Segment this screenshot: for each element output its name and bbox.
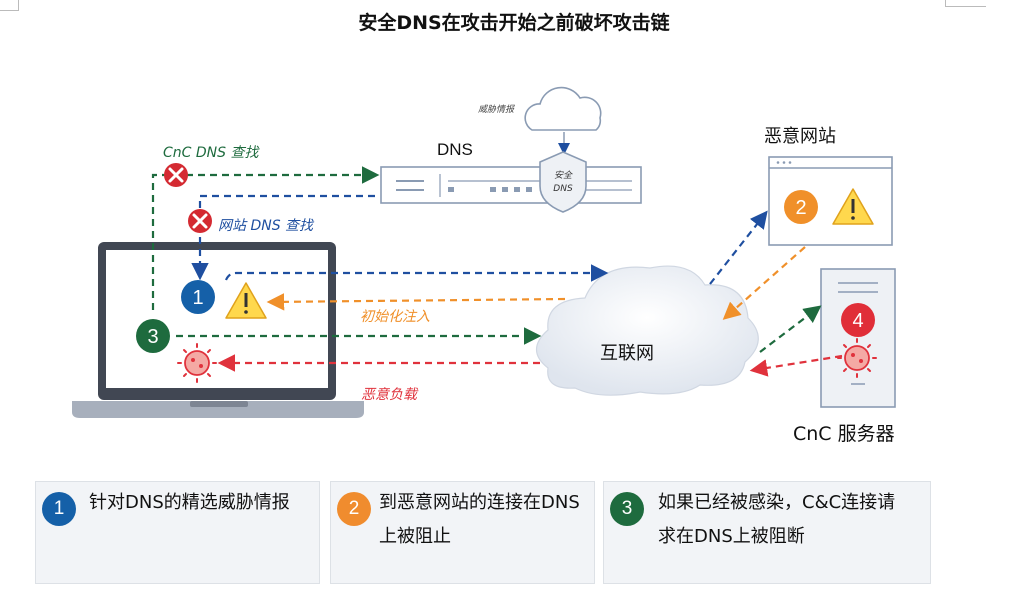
secure-dns-label-line2: DNS: [553, 184, 573, 194]
marker-3: 3: [147, 326, 158, 348]
initial-injection-arrow: [266, 293, 566, 311]
cnc-dns-lookup-arrow: [151, 166, 380, 310]
legend-box-2: 2 到恶意网站的连接在DNS上被阻止: [330, 481, 595, 584]
dns-server-icon: [380, 166, 642, 204]
internet-cloud-icon: [535, 265, 759, 396]
legend-text-3: 如果已经被感染，C&C连接请求在DNS上被阻断: [658, 492, 896, 547]
site-dns-lookup-label: 网站 DNS 查找: [218, 218, 314, 234]
page-corner-mark-right: [945, 0, 986, 7]
legend-box-1: 1 针对DNS的精选威胁情报: [35, 481, 320, 584]
malicious-site-label: 恶意网站: [764, 126, 836, 147]
malicious-website-icon: [768, 156, 893, 246]
cnc-server-label: CnC 服务器: [793, 423, 895, 445]
diagram-title: 安全DNS在攻击开始之前破坏攻击链: [358, 12, 670, 34]
secure-dns-shield-icon: [539, 151, 587, 213]
internet-label: 互联网: [600, 343, 654, 364]
legend-badge-2: 2: [337, 492, 371, 526]
initial-injection-label: 初始化注入: [360, 309, 430, 325]
cnc-virus-icon: [837, 338, 877, 378]
threat-intel-cloud-icon: [524, 86, 602, 155]
internet-to-website-arrow: [709, 210, 768, 285]
threat-intel-label: 威胁情报: [478, 105, 515, 115]
secure-dns-label-line1: 安全: [554, 170, 573, 181]
site-block-icon: [188, 209, 212, 233]
marker-2: 2: [795, 197, 806, 219]
dns-label: DNS: [437, 140, 473, 159]
website-to-internet-arrow: [722, 246, 806, 320]
legend-box-3: 3 如果已经被感染，C&C连接请求在DNS上被阻断: [603, 481, 931, 584]
marker-4: 4: [852, 310, 863, 332]
marker-3-circle: [136, 319, 170, 353]
legend-badge-1: 1: [42, 492, 76, 526]
virus-icon: [177, 343, 217, 383]
marker-1-circle: [181, 280, 215, 314]
internet-to-cnc-arrow: [759, 305, 822, 353]
cnc-to-internet-arrow: [749, 354, 843, 377]
cnc-dns-lookup-label: CnC DNS 查找: [163, 145, 259, 161]
malicious-payload-label: 恶意负载: [361, 387, 417, 403]
cnc-server-icon: [820, 268, 896, 408]
legend-text-2: 到恶意网站的连接在DNS上被阻止: [379, 492, 580, 547]
laptop-to-internet-arrow: [224, 264, 609, 282]
legend-text-1: 针对DNS的精选威胁情报: [89, 492, 290, 513]
cnc-block-icon: [164, 163, 188, 187]
site-dns-lookup-arrow: [191, 194, 375, 281]
page-corner-mark-left: [0, 0, 19, 11]
legend-badge-3: 3: [610, 492, 644, 526]
laptop-icon: [72, 242, 364, 418]
marker-1: 1: [192, 287, 203, 309]
warning-icon: [225, 282, 267, 319]
